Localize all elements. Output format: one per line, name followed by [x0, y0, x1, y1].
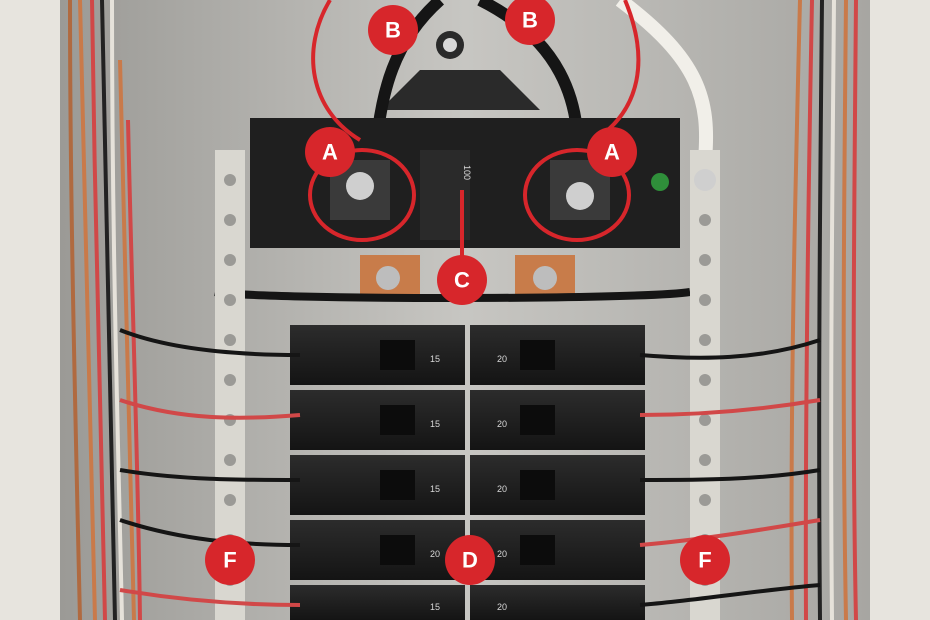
breaker-left-4	[290, 520, 465, 580]
svg-text:B: B	[522, 8, 538, 33]
callout-a-right: A	[587, 127, 637, 177]
callout-b-right: B	[505, 0, 555, 45]
breakers-right-column: 20 20 20 20 20	[470, 325, 645, 620]
callout-d: D	[445, 535, 495, 585]
breaker-right-2	[470, 390, 645, 450]
svg-text:A: A	[604, 140, 620, 165]
bus-bolt-left	[376, 266, 400, 290]
breaker-right-3-rating: 20	[497, 484, 507, 494]
breaker-left-4-rating: 20	[430, 549, 440, 559]
a-outline-right	[523, 148, 631, 242]
svg-text:D: D	[462, 548, 478, 573]
callout-b-left: B	[368, 5, 418, 55]
callout-badges: B B A A C D F F	[205, 0, 730, 585]
breaker-right-3	[470, 455, 645, 515]
callout-f-right: F	[680, 535, 730, 585]
bus-bolt-right	[533, 266, 557, 290]
breaker-right-4	[470, 520, 645, 580]
neutral-wire	[615, 0, 714, 161]
right-cover-edge	[870, 0, 930, 620]
ground-screw-green	[651, 173, 669, 191]
top-screw	[443, 38, 457, 52]
breaker-right-4-rating: 20	[497, 549, 507, 559]
breaker-right-1-rating: 20	[497, 354, 507, 364]
left-cover-edge	[0, 0, 60, 620]
breaker-right-5-rating: 20	[497, 602, 507, 612]
breaker-left-3	[290, 455, 465, 515]
breaker-right-1	[470, 325, 645, 385]
main-lug-screw-right	[566, 182, 594, 210]
breaker-left-2	[290, 390, 465, 450]
neutral-lug	[694, 169, 716, 191]
breaker-left-1-rating: 15	[430, 354, 440, 364]
b-outline-left	[311, 0, 362, 142]
callout-outlines	[308, 0, 641, 260]
svg-text:F: F	[223, 548, 236, 573]
breaker-left-5	[290, 585, 465, 620]
breaker-left-5-rating: 15	[430, 602, 440, 612]
branch-wires	[119, 328, 821, 607]
breakers-left-column: 15 15 15 20 15	[290, 325, 465, 620]
svg-text:B: B	[385, 18, 401, 43]
main-lug-screw-left	[346, 172, 374, 200]
breaker-left-2-rating: 15	[430, 419, 440, 429]
right-wire-bundle	[789, 0, 858, 620]
callout-f-left: F	[205, 535, 255, 585]
svg-text:C: C	[454, 268, 470, 293]
main-breaker-rating: 100	[462, 165, 472, 180]
a-outline-left	[308, 148, 416, 242]
breaker-right-5	[470, 585, 645, 620]
breaker-left-3-rating: 15	[430, 484, 440, 494]
top-insulator-bracket	[380, 70, 540, 110]
breaker-right-2-rating: 20	[497, 419, 507, 429]
left-wire-bundle	[68, 0, 142, 620]
callout-a-left: A	[305, 127, 355, 177]
breaker-left-1	[290, 325, 465, 385]
svg-text:A: A	[322, 140, 338, 165]
callout-c: C	[437, 255, 487, 305]
svg-text:F: F	[698, 548, 711, 573]
